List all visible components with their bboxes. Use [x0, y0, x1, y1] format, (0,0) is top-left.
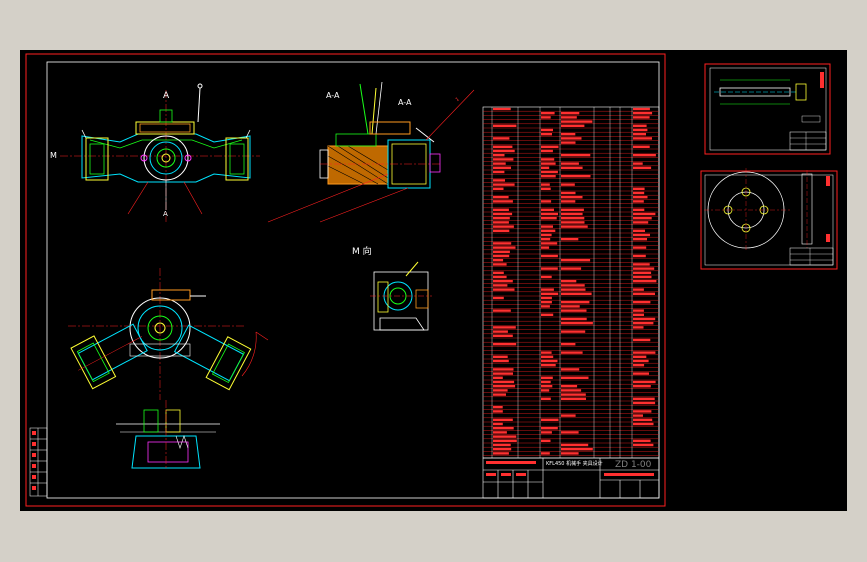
- title-block-title: KFL450 机械手 夹具设计: [546, 460, 603, 467]
- section-aa-view: A-A A-A 1: [267, 81, 475, 223]
- label-section-aa-2: A-A: [398, 98, 412, 107]
- svg-text:1: 1: [455, 96, 461, 103]
- detail-sheet-shaft: [704, 63, 831, 155]
- base-fixture-view: [116, 400, 220, 470]
- cad-viewport[interactable]: A A M A-A A-A 1: [20, 50, 847, 511]
- rotated-assembly-view: [68, 268, 269, 400]
- label-section-a-bottom: A: [163, 210, 168, 218]
- title-block-drawing-number: ZD 1-00: [615, 460, 652, 470]
- front-view: A A M: [50, 83, 260, 222]
- left-revision-table: [29, 427, 48, 497]
- cad-drawing-canvas: A A M A-A A-A 1: [25, 53, 838, 507]
- label-side-m: M: [50, 151, 57, 160]
- label-section-aa-1: A-A: [326, 91, 340, 100]
- title-block: [482, 457, 660, 499]
- detail-sheet-plate: [700, 168, 838, 270]
- label-view-m: M 向: [352, 245, 372, 257]
- m-direction-view: M 向: [352, 245, 432, 331]
- parts-list-table: [482, 106, 660, 459]
- main-sheet-border: [25, 53, 666, 507]
- label-section-a-top: A: [163, 91, 170, 101]
